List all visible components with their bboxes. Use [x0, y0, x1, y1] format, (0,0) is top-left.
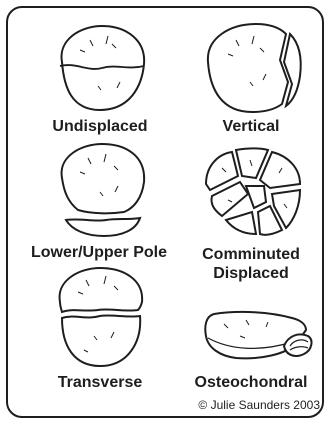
label-transverse: Transverse — [20, 374, 180, 392]
undisplaced-fracture-illustration — [50, 22, 150, 114]
lower-upper-pole-fracture-illustration — [54, 142, 150, 238]
label-osteochondral: Osteochondral — [176, 374, 326, 392]
label-comminuted-line1: Comminuted — [176, 246, 326, 264]
osteochondral-fracture-illustration — [200, 306, 318, 366]
label-lower-upper-pole: Lower/Upper Pole — [14, 244, 184, 262]
transverse-fracture-illustration — [50, 266, 150, 370]
copyright-credit: © Julie Saunders 2003 — [198, 398, 320, 412]
label-comminuted-line2: Displaced — [176, 265, 326, 283]
comminuted-displaced-fracture-illustration — [198, 146, 306, 238]
vertical-fracture-illustration — [200, 20, 304, 116]
label-vertical: Vertical — [176, 118, 326, 136]
label-undisplaced: Undisplaced — [20, 118, 180, 136]
